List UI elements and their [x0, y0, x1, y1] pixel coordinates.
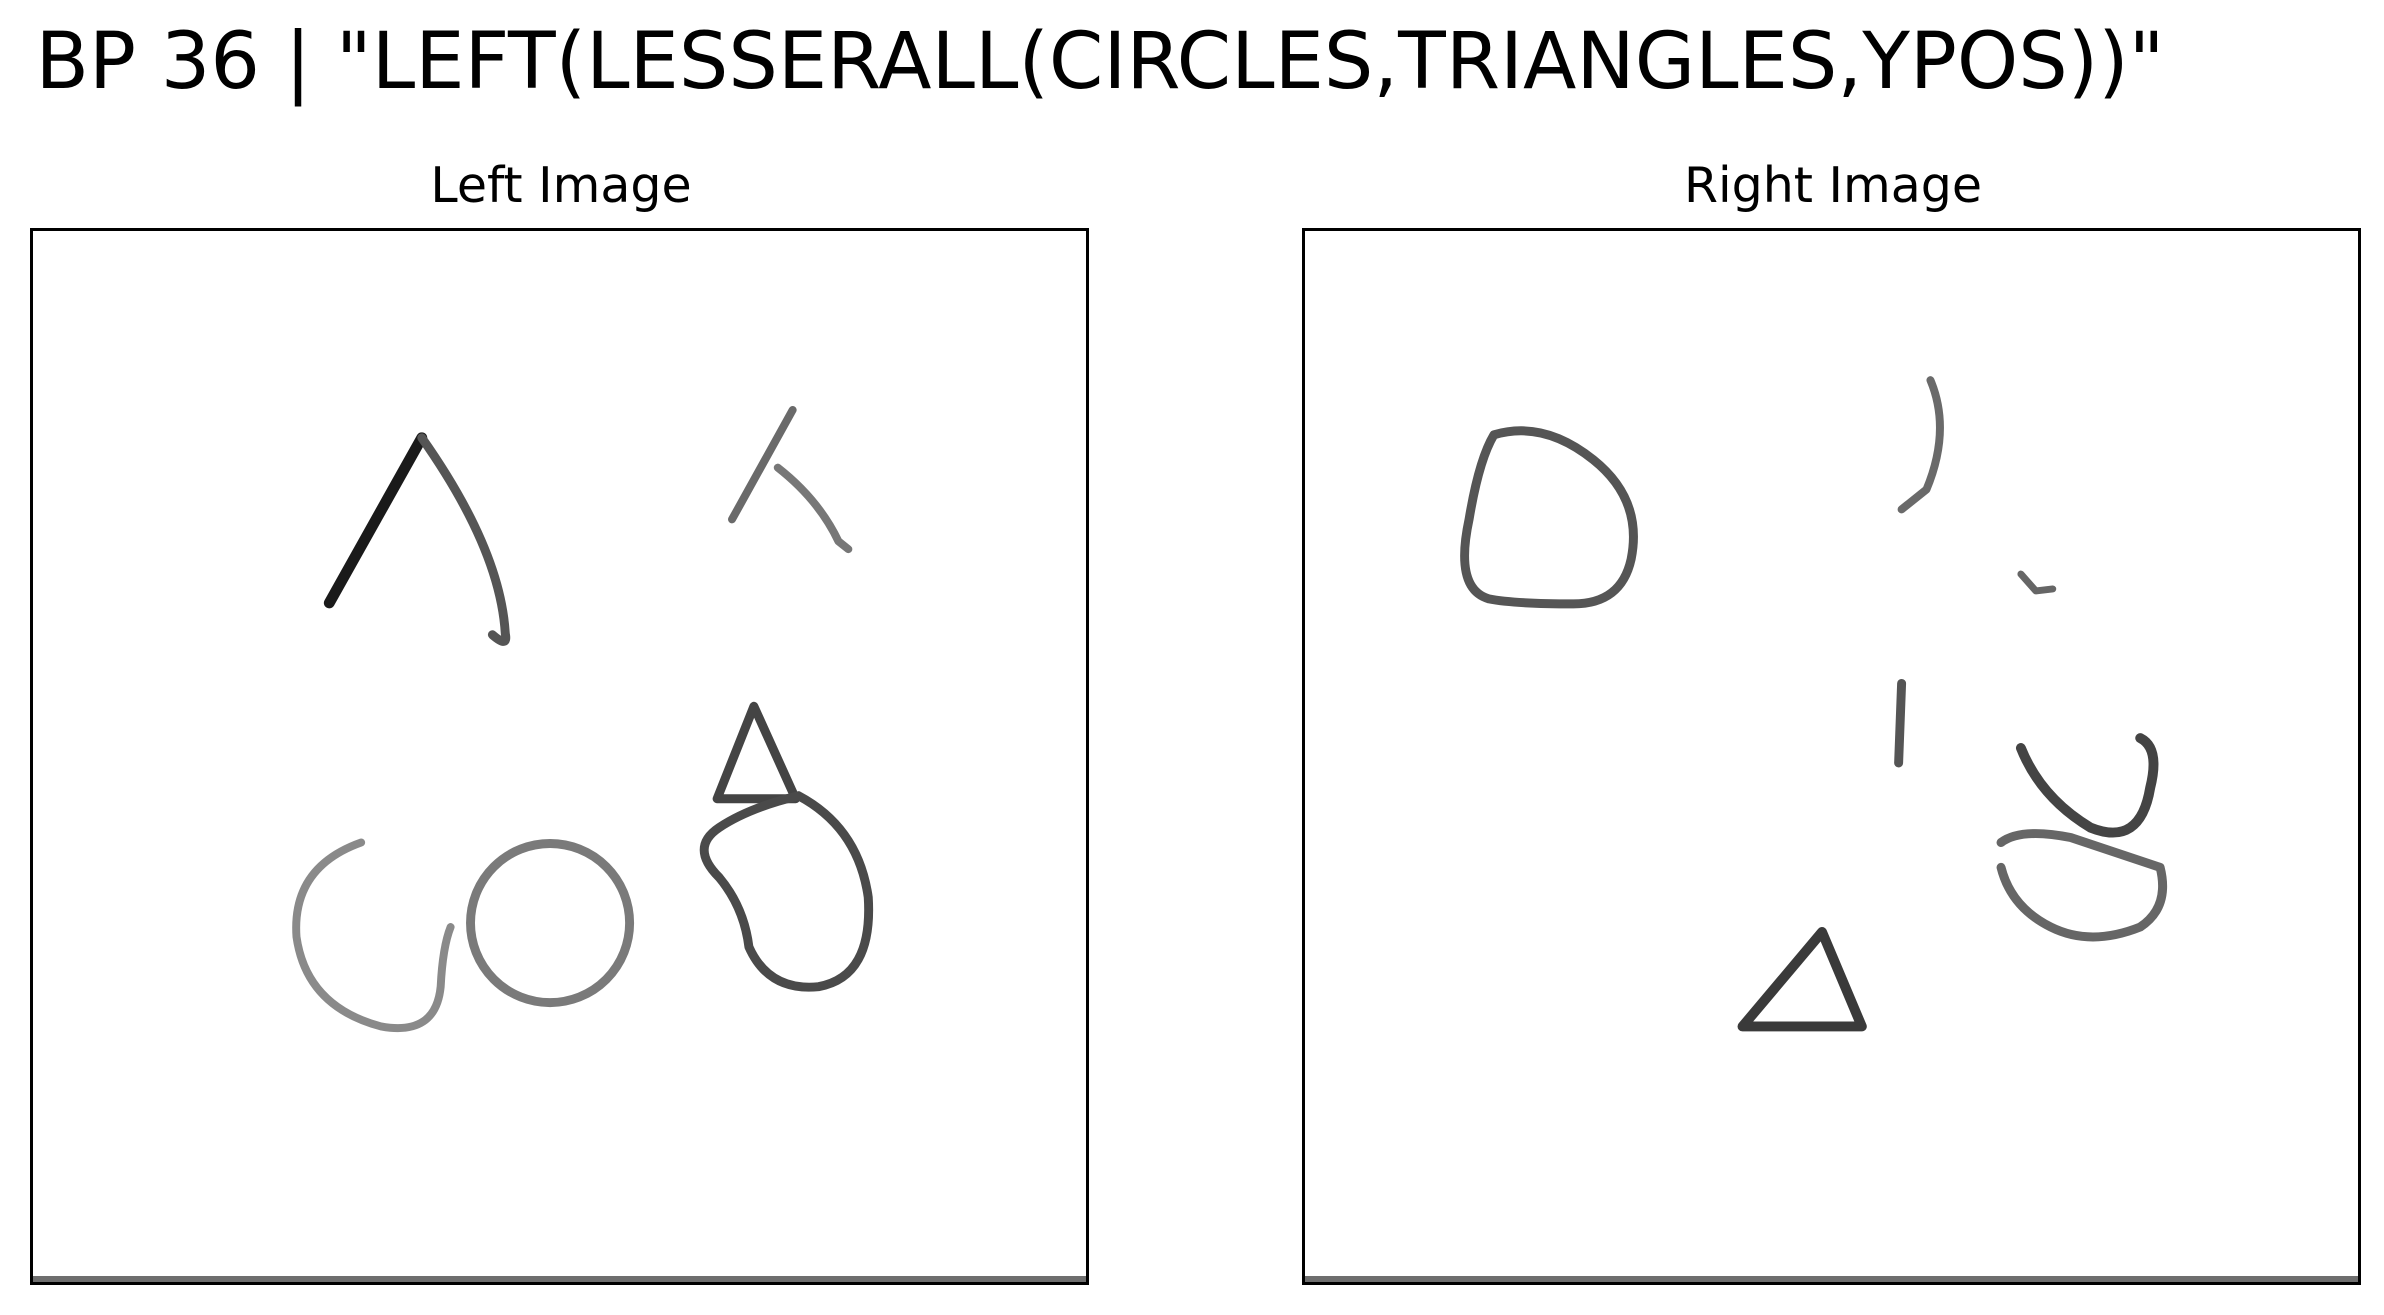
triangle-shape: [1894, 678, 1907, 768]
circle-shape: [699, 791, 874, 992]
circle-shape: [1897, 376, 1944, 514]
left-panel-title: Left Image: [430, 157, 692, 214]
triangle-shape: [1737, 927, 1867, 1032]
circle-shape: [466, 839, 635, 1008]
right-image-drawing: [1460, 376, 2168, 1032]
left-image-panel: [30, 228, 1089, 1285]
right-panel-title: Right Image: [1683, 157, 1983, 214]
figure-title: BP 36 | "LEFT(LESSERALL(CIRCLES,TRIANGLE…: [35, 17, 2165, 107]
left-panel-floor: [33, 1276, 1086, 1282]
right-image-panel: [1302, 228, 2361, 1285]
triangle-shape: [323, 432, 511, 646]
right-panel-floor: [1305, 1276, 2358, 1282]
circle-shape: [1460, 426, 1638, 609]
triangle-shape: [728, 406, 853, 554]
triangle-shape: [2017, 570, 2057, 595]
circle-shape: [1996, 733, 2168, 942]
triangle-shape: [712, 701, 801, 804]
left-image-drawing: [292, 406, 874, 1033]
circle-shape: [292, 838, 455, 1033]
